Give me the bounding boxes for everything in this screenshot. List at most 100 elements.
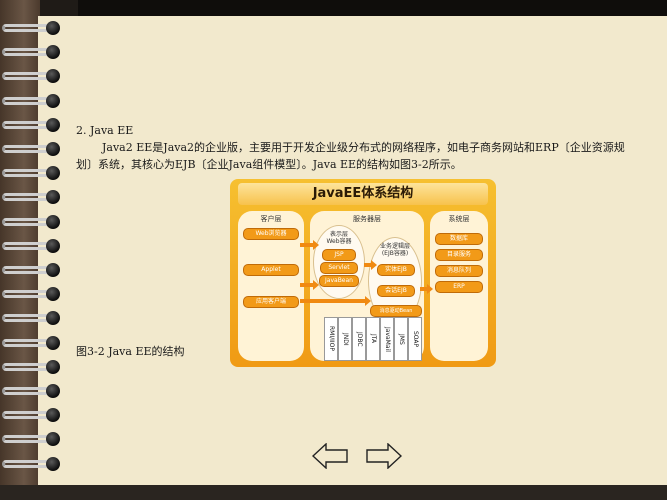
web-container-label-2: Web容器 [326,238,352,245]
ring-hole [46,456,60,471]
arrow-client-to-ejb [300,296,371,306]
spiral-ring [2,429,64,449]
spiral-ring [2,42,64,62]
spiral-ring [2,405,64,425]
arrow-applet-to-server [300,280,319,290]
client-item-applet: Applet [243,264,299,276]
spiral-ring [2,66,64,86]
ring-hole [46,45,60,60]
next-page-button[interactable] [366,443,402,469]
ring-wire [2,290,56,299]
prev-page-button[interactable] [312,443,348,469]
web-item-servlet: Servlet [320,262,358,274]
top-dark-bar [78,0,667,16]
ejb-item-session: 会话EJB [377,285,415,297]
server-tier-label: 服务器层 [353,215,381,223]
web-container-label-1: 表示层 [329,231,348,238]
spiral-ring [2,260,64,280]
ring-wire [2,145,56,153]
spiral-ring [2,18,64,38]
client-item-browser: Web浏览器 [243,228,299,240]
left-arrow-icon [312,443,348,469]
system-item-directory: 目录服务 [435,249,483,261]
client-tier-column: 客户层 Web浏览器 Applet 应用客户端 [238,211,304,361]
ring-hole [46,142,60,156]
web-item-javabean: JavaBean [319,275,359,287]
ring-hole [46,287,60,302]
ring-hole [46,384,60,398]
ring-hole [46,117,60,132]
figure-caption: 图3-2 Java EE的结构 [76,345,185,358]
ring-hole [46,432,60,447]
figure-title: JavaEE体系结构 [238,183,488,205]
spiral-ring [2,91,64,111]
system-item-database: 数据库 [435,233,483,245]
ring-wire [2,241,56,250]
client-item-app-client: 应用客户端 [243,296,299,308]
ring-hole [46,21,60,35]
section-paragraph: Java2 EE是Java2的企业版，主要用于开发企业级分布式的网络程序，如电子… [76,141,625,171]
ring-wire [2,193,56,202]
web-item-jsp: JSP [322,249,356,261]
arrow-ejb-to-system [420,284,433,294]
client-tier-label: 客户层 [260,215,282,223]
ring-hole [46,214,60,229]
ring-hole [46,263,60,277]
web-container-oval: 表示层 Web容器 JSP Servlet JavaBean [313,225,365,299]
ejb-container-oval: 业务逻辑层 (EJB容器) 实体EJB 会话EJB 消息驱动Bean [368,237,422,325]
spiral-ring [2,163,64,183]
ejb-container-label-1: 业务逻辑层 [379,243,410,250]
spiral-ring [2,236,64,256]
ring-wire [2,217,56,226]
ring-hole [46,190,60,205]
arrow-web-to-ejb [364,260,377,270]
api-jta: JTA [366,317,380,361]
ring-wire [2,387,56,395]
spiral-ring [2,139,64,159]
ring-wire [2,72,56,81]
spiral-ring [2,308,64,328]
ring-hole [46,166,60,181]
ring-wire [2,24,56,32]
ring-hole [46,359,60,374]
api-jms: JMS [394,317,408,361]
ring-hole [46,238,60,253]
system-item-queue: 消息队列 [435,265,483,277]
ring-wire [2,96,56,105]
spiral-ring [2,333,64,353]
spiral-ring [2,187,64,207]
api-jndi: JNDI [338,317,352,361]
ring-wire [2,266,56,274]
section-heading: 2. Java EE [76,124,134,137]
ejb-item-entity: 实体EJB [377,264,415,276]
spiral-ring [2,284,64,304]
spiral-ring [2,212,64,232]
arrow-browser-to-web [300,240,319,250]
system-tier-column: 系统层 数据库 目录服务 消息队列 ERP [430,211,488,361]
api-javamail: JavaMail [380,317,394,361]
ring-hole [46,408,60,423]
ring-hole [46,311,60,326]
api-soap: SOAP [408,317,422,361]
ring-wire [2,411,56,420]
right-arrow-icon [366,443,402,469]
spiral-binding [0,18,70,488]
spiral-ring [2,357,64,377]
bottom-dark-bar [0,485,667,500]
api-jdbc: JDBC [352,317,366,361]
api-rmi-iiop: RMI/IIOP [324,317,338,361]
ring-wire [2,169,56,178]
ring-wire [2,314,56,323]
body-text: 2. Java EE Java2 EE是Java2的企业版，主要用于开发企业级分… [76,122,636,173]
spiral-ring [2,454,64,474]
ejb-container-label-2: (EJB容器) [381,250,409,257]
ring-wire [2,362,56,371]
system-tier-label: 系统层 [448,215,470,223]
ring-wire [2,338,56,347]
ring-hole [46,335,60,350]
spiral-ring [2,381,64,401]
ring-wire [2,435,56,444]
javaee-architecture-figure: JavaEE体系结构 客户层 Web浏览器 Applet 应用客户端 服务器层 … [230,179,496,367]
ejb-item-mdb: 消息驱动Bean [370,305,422,317]
ring-wire [2,459,56,468]
